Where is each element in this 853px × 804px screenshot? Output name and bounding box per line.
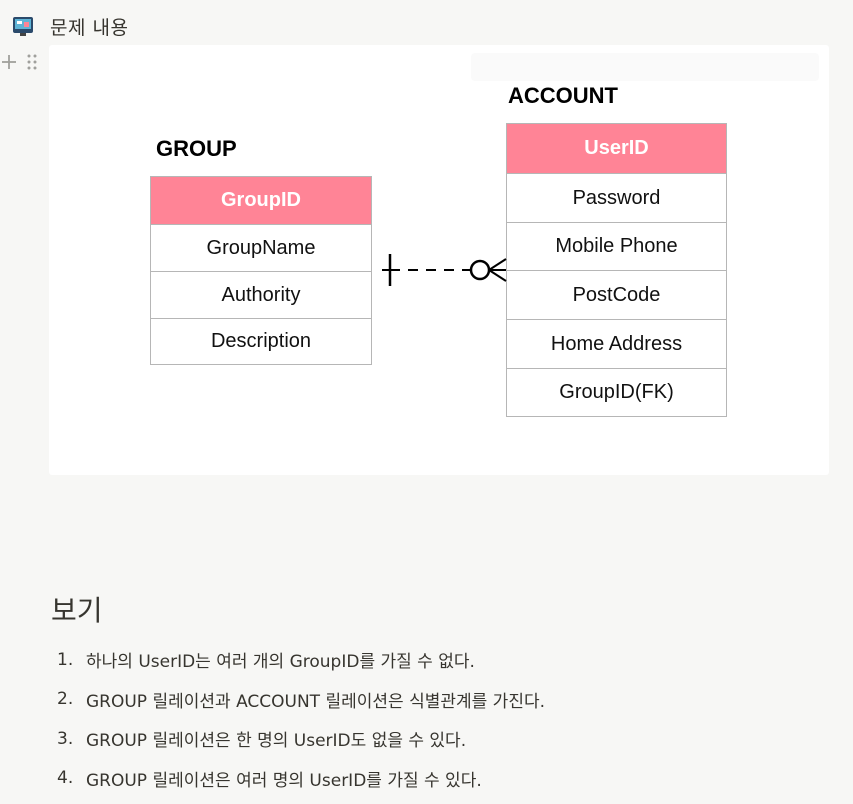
choice-number: 1. bbox=[57, 649, 74, 670]
choice-item[interactable]: 4. GROUP 릴레이션은 여러 명의 UserID를 가질 수 있다. bbox=[57, 759, 545, 799]
account-pk-cell: UserID bbox=[507, 124, 726, 173]
group-attribute-cell: GroupName bbox=[151, 224, 371, 271]
add-block-plus-icon[interactable] bbox=[0, 53, 18, 71]
block-handle bbox=[0, 53, 38, 71]
page-emoji-icon[interactable] bbox=[12, 15, 34, 37]
choice-text: GROUP 릴레이션은 한 명의 UserID도 없을 수 있다. bbox=[86, 731, 467, 752]
crow-foot-bottom bbox=[488, 269, 507, 282]
image-toolbar bbox=[471, 53, 819, 81]
choice-number: 4. bbox=[57, 768, 74, 789]
account-attribute-cell: Mobile Phone bbox=[507, 222, 726, 270]
group-entity-title: GROUP bbox=[156, 136, 237, 161]
account-attribute-cell: PostCode bbox=[507, 270, 726, 319]
crow-foot-top bbox=[488, 258, 507, 271]
choice-text: 하나의 UserID는 여러 개의 GroupID를 가질 수 없다. bbox=[86, 652, 475, 673]
account-attribute-cell: Home Address bbox=[507, 319, 726, 368]
choice-item[interactable]: 3. GROUP 릴레이션은 한 명의 UserID도 없을 수 있다. bbox=[57, 719, 545, 759]
page-header: 문제 내용 bbox=[12, 10, 128, 42]
choice-text: GROUP 릴레이션과 ACCOUNT 릴레이션은 식별관계를 가진다. bbox=[86, 691, 545, 712]
choice-item[interactable]: 2. GROUP 릴레이션과 ACCOUNT 릴레이션은 식별관계를 가진다. bbox=[57, 680, 545, 720]
choice-item[interactable]: 1. 하나의 UserID는 여러 개의 GroupID를 가질 수 없다. bbox=[57, 640, 545, 680]
group-pk-cell: GroupID bbox=[151, 177, 371, 224]
choice-list: 1. 하나의 UserID는 여러 개의 GroupID를 가질 수 없다. 2… bbox=[57, 640, 545, 798]
choices-heading: 보기 bbox=[51, 594, 103, 627]
group-attribute-cell: Description bbox=[151, 318, 371, 364]
page-title: 문제 내용 bbox=[50, 16, 129, 39]
account-entity-table: UserID Password Mobile Phone PostCode Ho… bbox=[506, 123, 727, 417]
account-attribute-cell: Password bbox=[507, 173, 726, 222]
drag-handle-icon[interactable] bbox=[26, 53, 38, 71]
choice-number: 3. bbox=[57, 728, 74, 749]
relationship-connector bbox=[382, 254, 507, 286]
choice-text: GROUP 릴레이션은 여러 명의 UserID를 가질 수 있다. bbox=[86, 770, 482, 791]
choice-number: 2. bbox=[57, 689, 74, 710]
account-attribute-cell: GroupID(FK) bbox=[507, 368, 726, 416]
zero-circle bbox=[469, 259, 491, 281]
group-attribute-cell: Authority bbox=[151, 271, 371, 318]
account-entity-title: ACCOUNT bbox=[508, 83, 618, 108]
group-entity-table: GroupID GroupName Authority Description bbox=[150, 176, 372, 365]
